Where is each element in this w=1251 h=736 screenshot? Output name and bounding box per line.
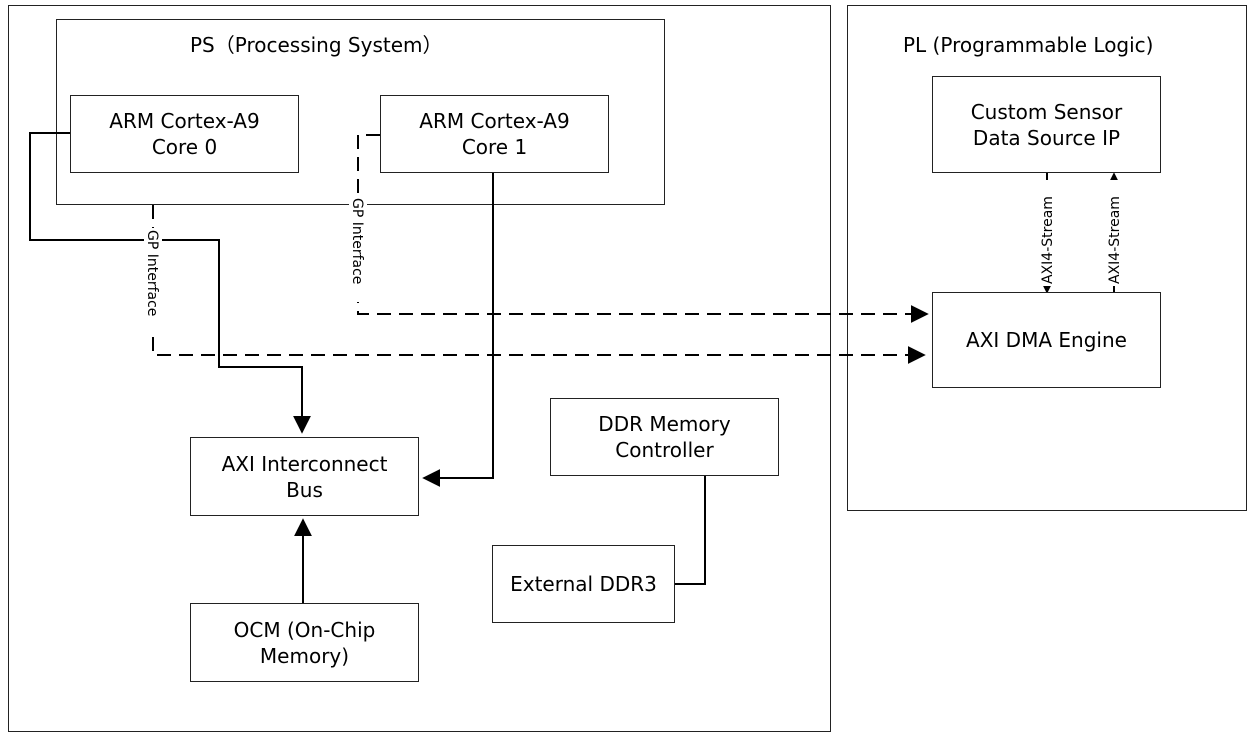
gp-interface-label-core0: GP Interface <box>144 230 160 316</box>
axi-interconnect-block: AXI Interconnect Bus <box>190 437 419 516</box>
core0-to-interconnect-wire <box>29 132 311 434</box>
ddr-controller-block: DDR Memory Controller <box>550 398 779 476</box>
core1-to-interconnect-wire <box>422 173 494 487</box>
axi4-stream-label-down: AXI4-Stream <box>1040 196 1056 284</box>
pl-title: PL (Programmable Logic) <box>903 33 1154 57</box>
core0-gp-interface-wire <box>152 205 926 364</box>
gp-interface-label-core1: GP Interface <box>349 198 365 284</box>
pl-region <box>847 5 1247 511</box>
ps-title: PS（Processing System） <box>190 33 443 57</box>
ocm-block: OCM (On-Chip Memory) <box>190 603 419 682</box>
ddr-controller-to-ddr3-wire <box>675 476 706 585</box>
ps-region <box>8 5 831 732</box>
axi-dma-block: AXI DMA Engine <box>932 292 1161 388</box>
core1-block: ARM Cortex-A9 Core 1 <box>380 95 609 173</box>
core0-block: ARM Cortex-A9 Core 0 <box>70 95 299 173</box>
external-ddr3-block: External DDR3 <box>492 545 675 623</box>
axi4-stream-label-up: AXI4-Stream <box>1107 196 1123 284</box>
sensor-ip-block: Custom Sensor Data Source IP <box>932 76 1161 173</box>
